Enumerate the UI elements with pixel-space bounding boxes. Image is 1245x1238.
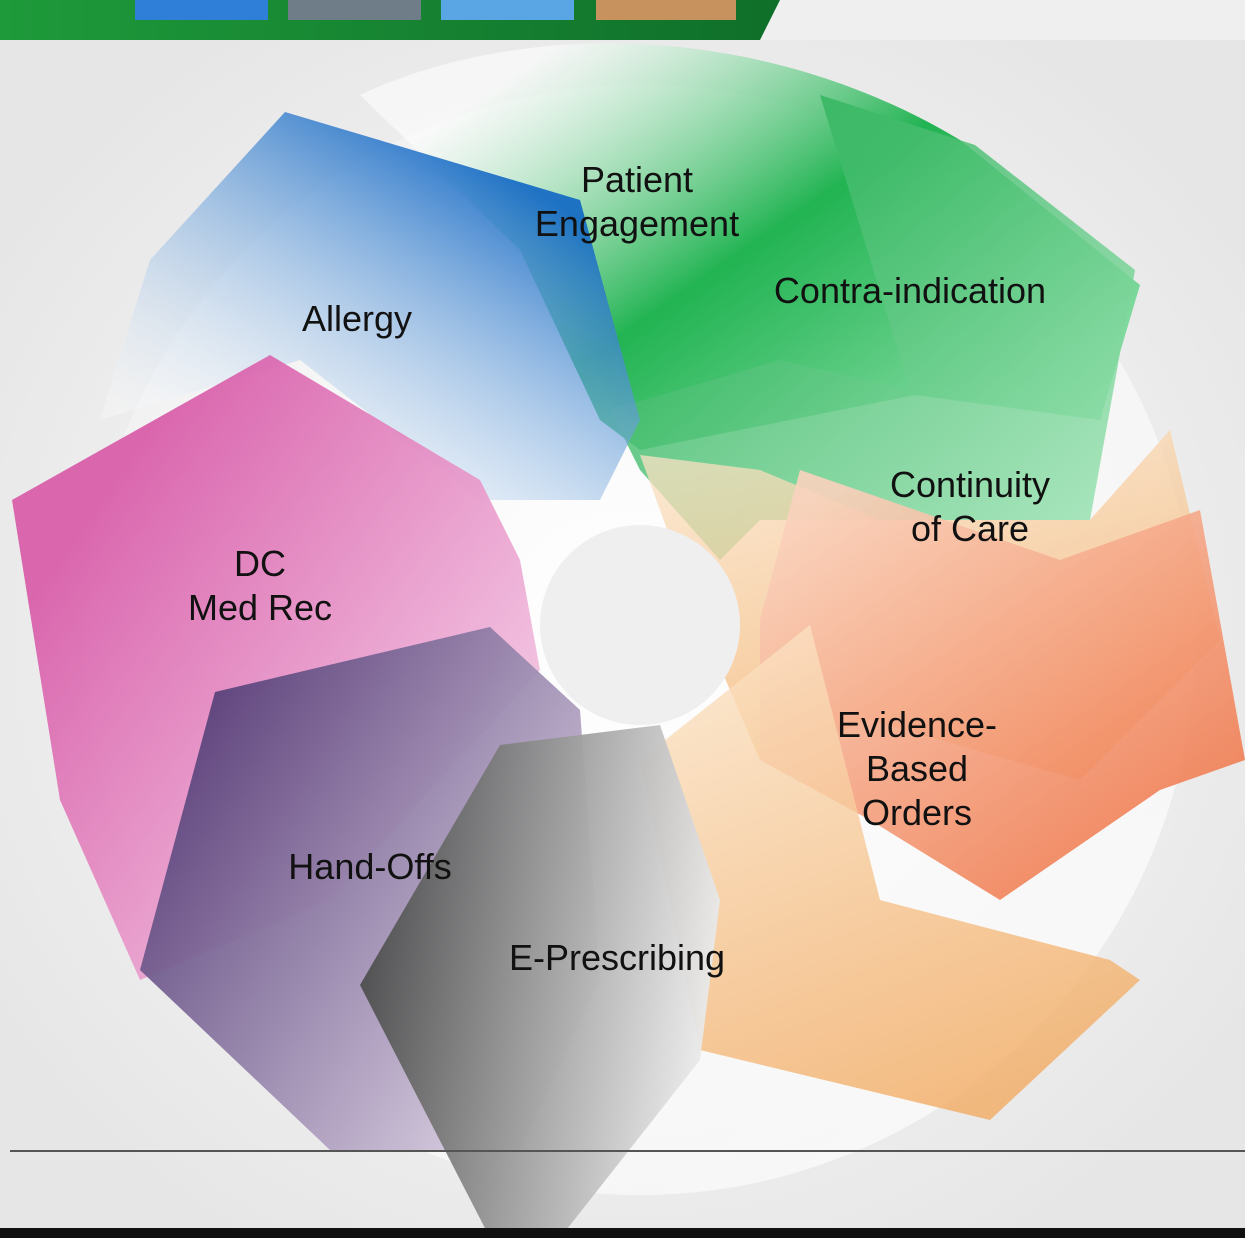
segment-shape-contra-indication — [610, 95, 1135, 560]
sky-photo-icon — [441, 0, 574, 20]
segment-shape-e-prescribing-peach — [640, 625, 1140, 1120]
label-patient-engagement: Patient Engagement — [534, 159, 740, 244]
segment-shape-evidence-based-orders — [760, 470, 1245, 900]
segment-shape-allergy — [100, 112, 640, 500]
label-allergy: Allergy — [301, 298, 413, 339]
label-contra-indication: Contra-indication — [773, 270, 1047, 311]
segment-shape-dc-med-rec — [12, 355, 540, 980]
city-photo-icon — [135, 0, 268, 20]
wheel-center — [540, 525, 740, 725]
footer-rule — [10, 1150, 1245, 1152]
bottom-bar — [0, 1228, 1245, 1238]
label-e-prescribing: E-Prescribing — [508, 937, 726, 978]
label-continuity-of-care: Continuity of Care — [889, 464, 1051, 549]
header-banner — [0, 0, 780, 40]
segment-shape-e-prescribing — [360, 725, 720, 1238]
label-evidence-based-orders: Evidence- Based Orders — [836, 704, 998, 833]
building-photo-icon — [288, 0, 421, 20]
label-hand-offs: Hand-Offs — [288, 846, 452, 887]
person-photo-icon — [596, 0, 736, 20]
label-dc-med-rec: DC Med Rec — [187, 543, 333, 628]
